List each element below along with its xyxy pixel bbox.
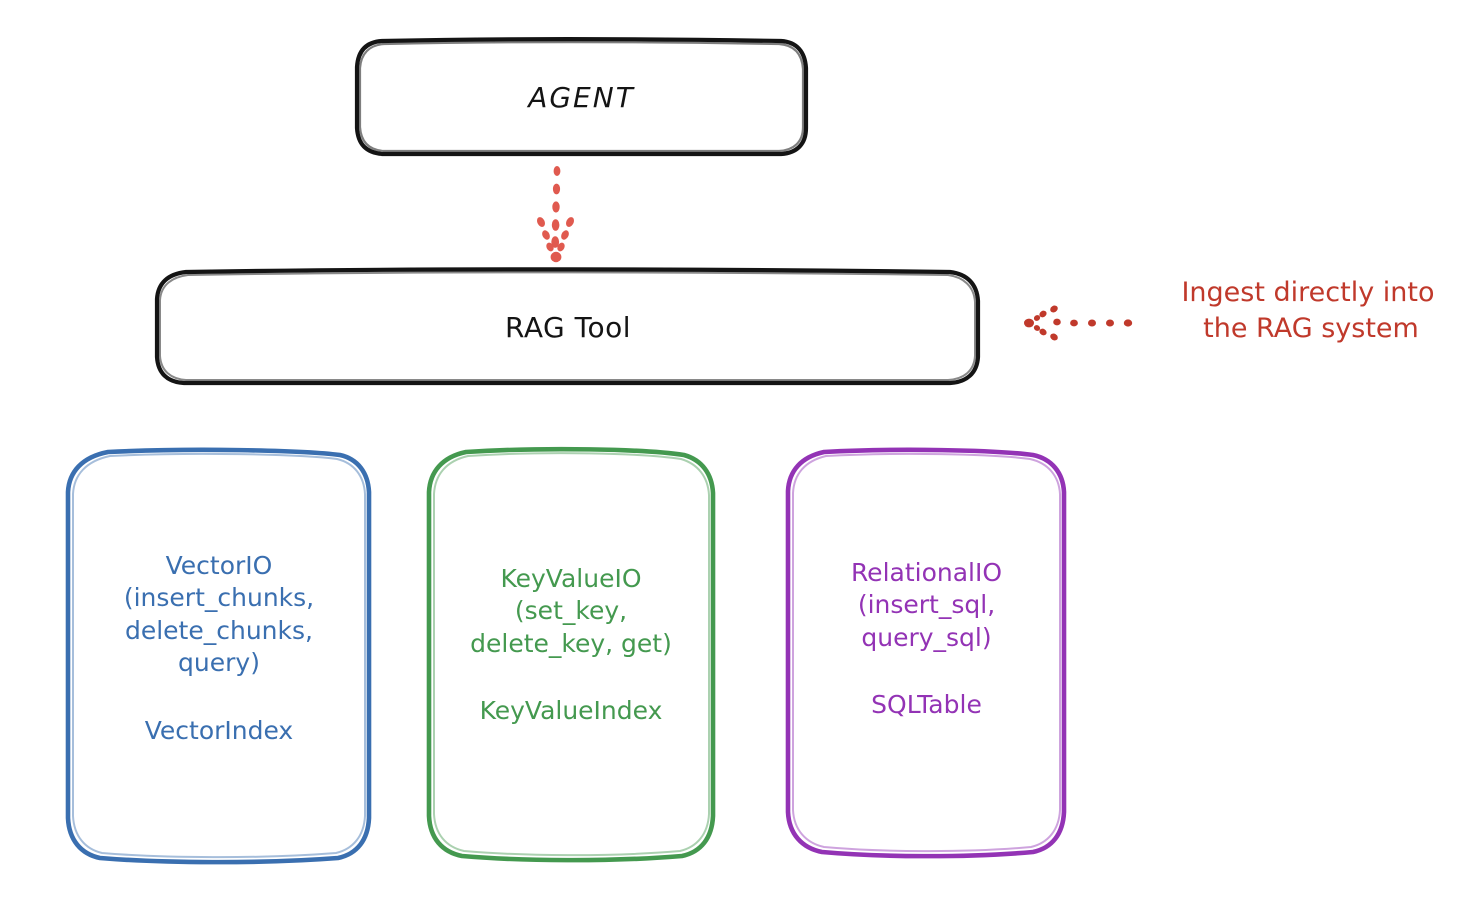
relational-card-outline <box>785 447 1067 859</box>
sql-table-label: SQLTable <box>871 690 982 720</box>
ingest-annotation-line1: Ingest directly into <box>1181 277 1435 308</box>
keyvalue-index-label: KeyValueIndex <box>479 696 663 726</box>
node-vector-io[interactable]: VectorIO (insert_chunks, delete_chunks, … <box>68 450 370 860</box>
agent-label: AGENT <box>528 80 635 114</box>
agent-to-rag-dotted-arrow <box>536 166 575 263</box>
vector-index-label: VectorIndex <box>144 715 294 745</box>
node-relational-io[interactable]: RelationalIO (insert_sql, query_sql) SQL… <box>788 450 1065 854</box>
keyvalue-io-body: KeyValueIO (set_key, delete_key, get) <box>470 563 672 658</box>
keyvalue-card-outline <box>426 446 716 863</box>
node-rag-tool[interactable]: RAG Tool <box>157 271 979 384</box>
ingest-annotation: Ingest directly into the RAG system <box>1143 275 1473 347</box>
ingest-dotted-arrow <box>1024 305 1133 341</box>
vector-io-content: VectorIO (insert_chunks, delete_chunks, … <box>118 550 320 745</box>
rag-tool-box-outline <box>154 267 981 386</box>
node-agent[interactable]: AGENT <box>357 40 806 154</box>
rag-tool-label: RAG Tool <box>505 311 631 344</box>
relational-io-content: RelationalIO (insert_sql, query_sql) SQL… <box>845 557 1008 720</box>
node-keyvalue-io[interactable]: KeyValueIO (set_key, delete_key, get) Ke… <box>428 450 714 858</box>
keyvalue-io-content: KeyValueIO (set_key, delete_key, get) Ke… <box>464 563 678 726</box>
relational-io-body: RelationalIO (insert_sql, query_sql) <box>850 557 1003 652</box>
vector-card-outline <box>65 447 372 865</box>
agent-box-outline <box>354 37 809 157</box>
vector-io-body: VectorIO (insert_chunks, delete_chunks, … <box>123 550 315 678</box>
ingest-annotation-line2: the RAG system <box>1203 313 1419 345</box>
